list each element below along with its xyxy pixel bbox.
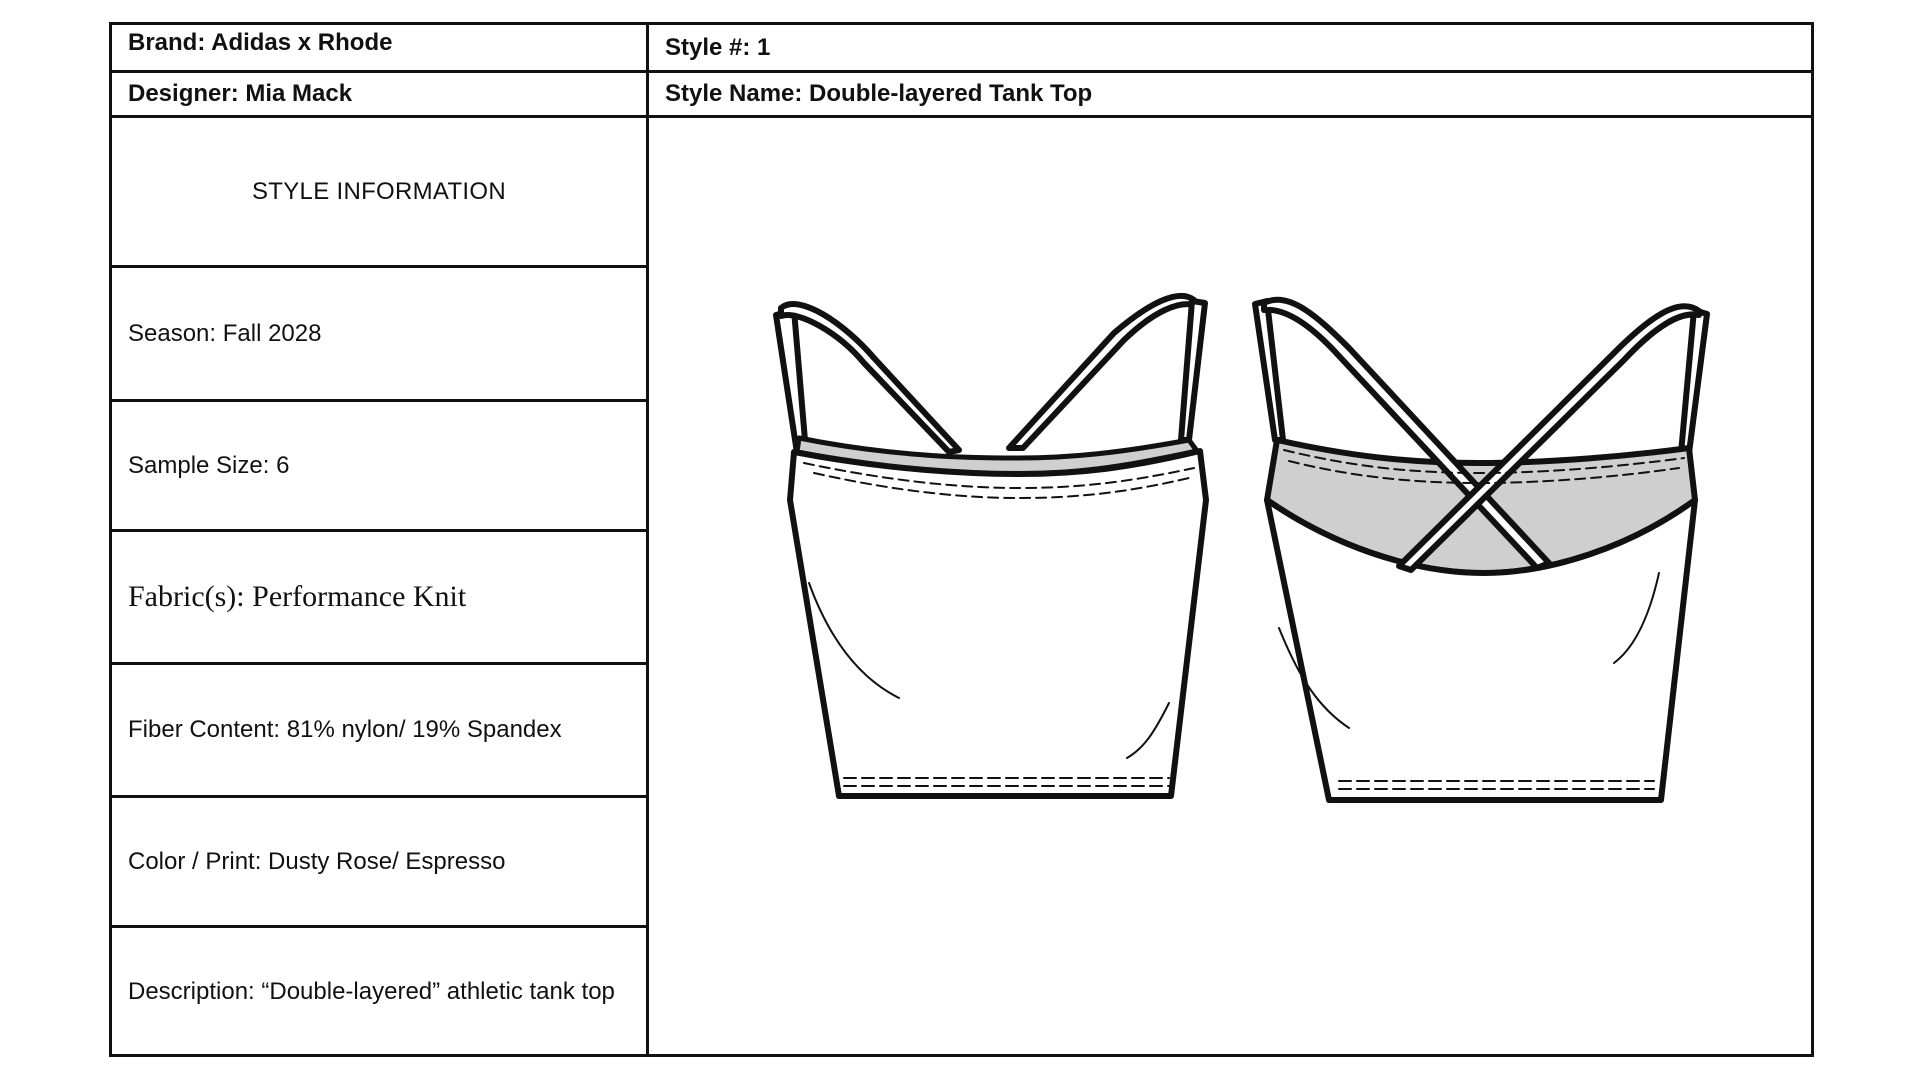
style-number-label: Style #: 1	[665, 33, 771, 61]
season-cell: Season: Fall 2028	[112, 268, 649, 402]
description-label: Description: “Double-layered” athletic t…	[128, 977, 615, 1005]
fabrics-cell: Fabric(s): Performance Knit	[112, 532, 649, 665]
style-name-cell: Style Name: Double-layered Tank Top	[649, 73, 1811, 118]
designer-cell: Designer: Mia Mack	[112, 73, 649, 118]
brand-label: Brand: Adidas x Rhode	[128, 29, 393, 56]
back-view-sketch	[1252, 296, 1710, 803]
sample-size-label: Sample Size: 6	[128, 451, 290, 479]
front-view-sketch	[773, 292, 1209, 799]
season-label: Season: Fall 2028	[128, 319, 322, 347]
flat-sketch-area	[649, 118, 1811, 1054]
style-name-label: Style Name: Double-layered Tank Top	[665, 80, 1093, 107]
color-print-label: Color / Print: Dusty Rose/ Espresso	[128, 847, 506, 875]
sample-size-cell: Sample Size: 6	[112, 402, 649, 532]
style-information-heading-cell: STYLE INFORMATION	[112, 118, 649, 268]
style-information-heading: STYLE INFORMATION	[251, 177, 506, 205]
fiber-content-cell: Fiber Content: 81% nylon/ 19% Spandex	[112, 665, 649, 798]
brand-cell: Brand: Adidas x Rhode	[112, 25, 649, 73]
fiber-content-label: Fiber Content: 81% nylon/ 19% Spandex	[128, 716, 562, 743]
description-cell: Description: “Double-layered” athletic t…	[112, 928, 649, 1054]
fabrics-label: Fabric(s): Performance Knit	[128, 580, 467, 613]
flat-sketch-svg	[773, 292, 1710, 803]
tech-pack-sheet: Brand: Adidas x Rhode Style #: 1 Designe…	[109, 22, 1814, 1057]
designer-label: Designer: Mia Mack	[128, 80, 353, 107]
color-print-cell: Color / Print: Dusty Rose/ Espresso	[112, 798, 649, 928]
style-number-cell: Style #: 1	[649, 25, 1811, 73]
